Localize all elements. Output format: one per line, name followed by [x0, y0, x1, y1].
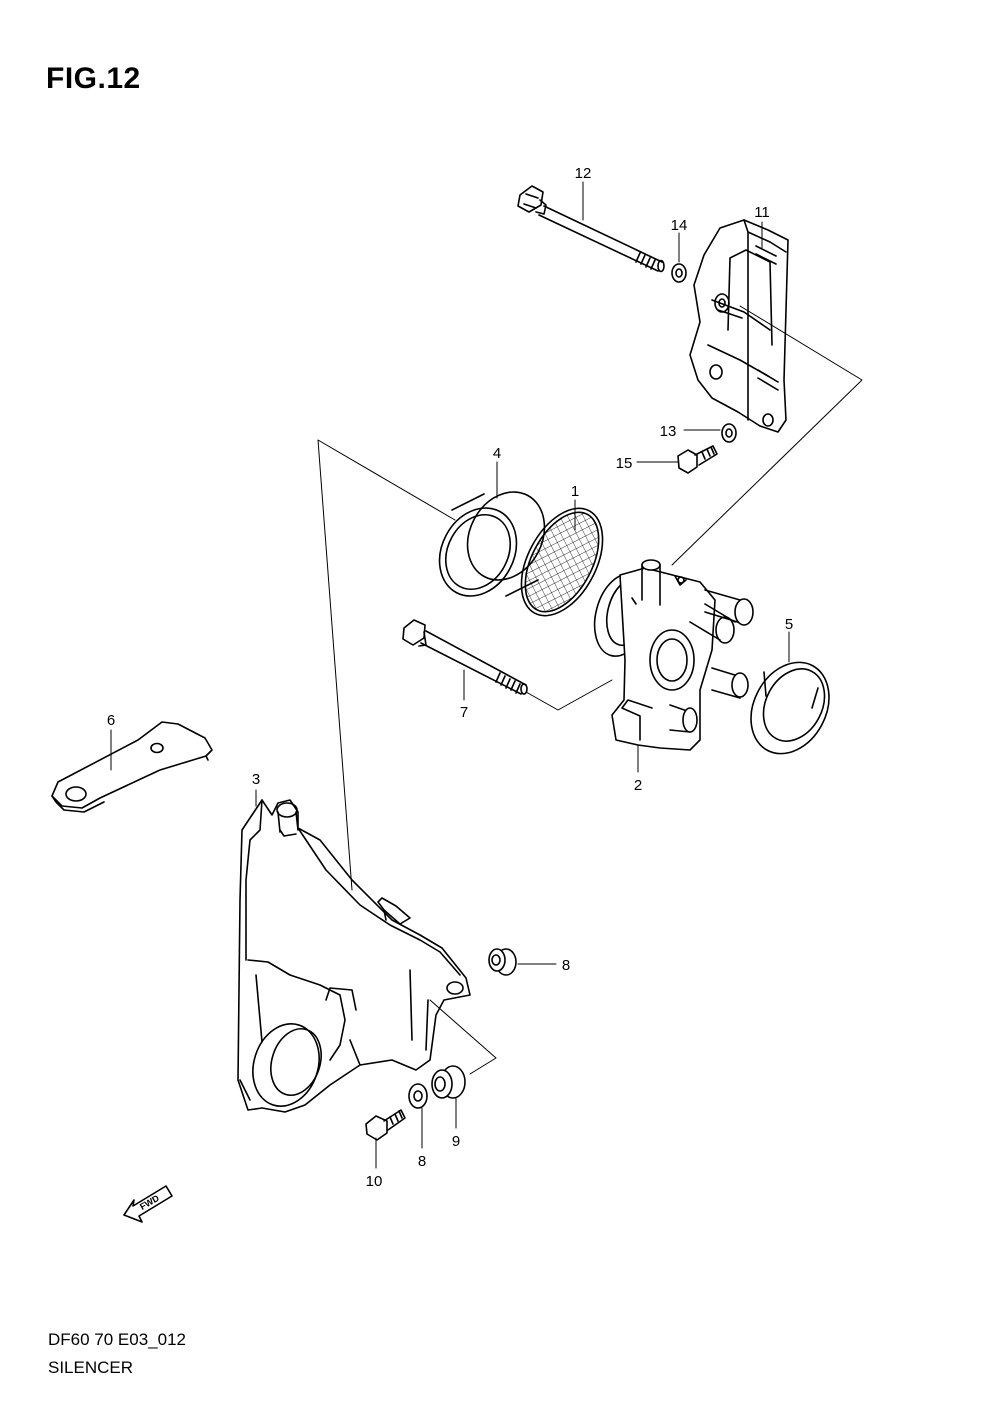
part-9-grommet [431, 1065, 466, 1099]
callout-10: 10 [366, 1173, 383, 1190]
part-15-short-bolt [677, 445, 718, 474]
fwd-arrow-icon [123, 1185, 173, 1223]
part-11-bracket [689, 219, 789, 433]
assembly-guide-lines [317, 305, 863, 1075]
part-2-throttle-body [593, 559, 754, 751]
callout-5: 5 [785, 616, 793, 633]
callout-15: 15 [616, 455, 633, 472]
figure-title: FIG.12 [46, 62, 141, 95]
callout-1: 1 [571, 483, 579, 500]
callout-8-right: 8 [562, 957, 570, 974]
part-12-long-bolt [517, 185, 665, 273]
part-5-seal-ring [750, 661, 830, 755]
part-13-washer [721, 423, 737, 443]
callout-4: 4 [493, 445, 501, 462]
callout-14: 14 [671, 217, 688, 234]
part-6-ground-strap [51, 721, 213, 813]
part-10-short-bolt [365, 1109, 406, 1141]
part-3-silencer-case [237, 799, 471, 1113]
callout-13: 13 [660, 423, 677, 440]
drawing-code: DF60 70 E03_012 [48, 1330, 186, 1349]
callout-labels: 12 14 11 13 15 4 1 5 7 6 2 3 8 9 8 10 FW… [107, 165, 793, 1212]
callout-11: 11 [754, 204, 770, 221]
callout-9: 9 [452, 1133, 460, 1150]
part-7-long-bolt [402, 619, 528, 695]
callout-12: 12 [575, 165, 592, 182]
part-8-grommet-right [488, 948, 517, 976]
callout-3: 3 [252, 771, 260, 788]
callout-8-lower: 8 [418, 1153, 426, 1170]
callout-6: 6 [107, 712, 115, 729]
part-8-washer-lower [408, 1083, 428, 1109]
part-1-mesh-screen [520, 507, 604, 617]
figure-name: SILENCER [48, 1358, 134, 1377]
callout-7: 7 [460, 704, 468, 721]
callout-2: 2 [634, 777, 642, 794]
part-14-washer [671, 263, 687, 283]
